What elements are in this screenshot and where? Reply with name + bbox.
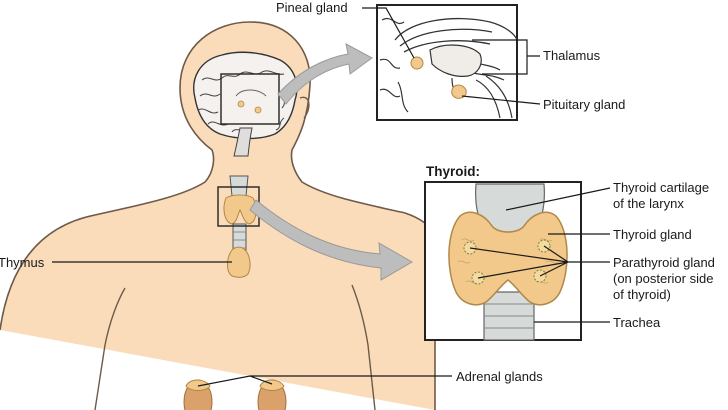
thyroid-inset <box>424 181 582 341</box>
thymus <box>227 246 251 278</box>
label-thyroid-title: Thyroid: <box>426 164 480 179</box>
label-thyroid-gland: Thyroid gland <box>613 227 692 242</box>
trachea-inset-rings <box>484 303 534 329</box>
label-adrenal-glands: Adrenal glands <box>456 369 543 384</box>
leader-adrenal <box>197 375 452 387</box>
mini-thalamus <box>235 89 267 97</box>
arrow-to-brain-inset <box>277 43 373 105</box>
label-parathyroid-line2: (on posterior side <box>613 271 714 286</box>
brain <box>193 51 298 157</box>
label-thyroid-cartilage-line2: of the larynx <box>613 196 684 211</box>
label-pituitary-gland: Pituitary gland <box>543 97 626 112</box>
larynx-small <box>229 175 249 197</box>
pituitary-gland <box>451 84 467 99</box>
pineal-gland <box>410 56 424 70</box>
brain-inset <box>376 4 518 121</box>
mini-pituitary <box>254 106 262 114</box>
label-pineal-gland: Pineal gland <box>276 0 348 15</box>
corpus-callosum <box>394 17 518 53</box>
right-arm-line <box>351 284 376 410</box>
thyroid-small <box>223 194 257 225</box>
label-trachea: Trachea <box>613 315 661 330</box>
label-parathyroid-line3: of thyroid) <box>613 287 671 302</box>
throat <box>217 175 260 255</box>
thalamus-region <box>429 44 482 77</box>
leader-thalamus <box>472 39 540 75</box>
label-parathyroid-line1: Parathyroid gland <box>613 255 715 270</box>
left-arm-line <box>94 287 126 410</box>
brainstem-inset <box>475 75 513 119</box>
brain-inset-box <box>220 73 280 125</box>
ear <box>299 96 310 119</box>
left-adrenal <box>185 379 211 391</box>
leader-cartilage <box>505 187 611 211</box>
mini-pineal <box>237 100 245 108</box>
adrenal-glands <box>183 379 287 410</box>
arrow-to-thyroid-inset <box>249 199 413 281</box>
leader-lines <box>52 7 611 387</box>
label-thyroid-cartilage-line1: Thyroid cartilage <box>613 180 710 195</box>
leader-pituitary <box>461 95 541 105</box>
brainstem <box>233 127 253 157</box>
leader-pineal <box>362 7 415 59</box>
label-thymus: Thymus <box>0 255 45 270</box>
leader-parathyroid <box>469 245 610 279</box>
label-thalamus: Thalamus <box>543 48 601 63</box>
